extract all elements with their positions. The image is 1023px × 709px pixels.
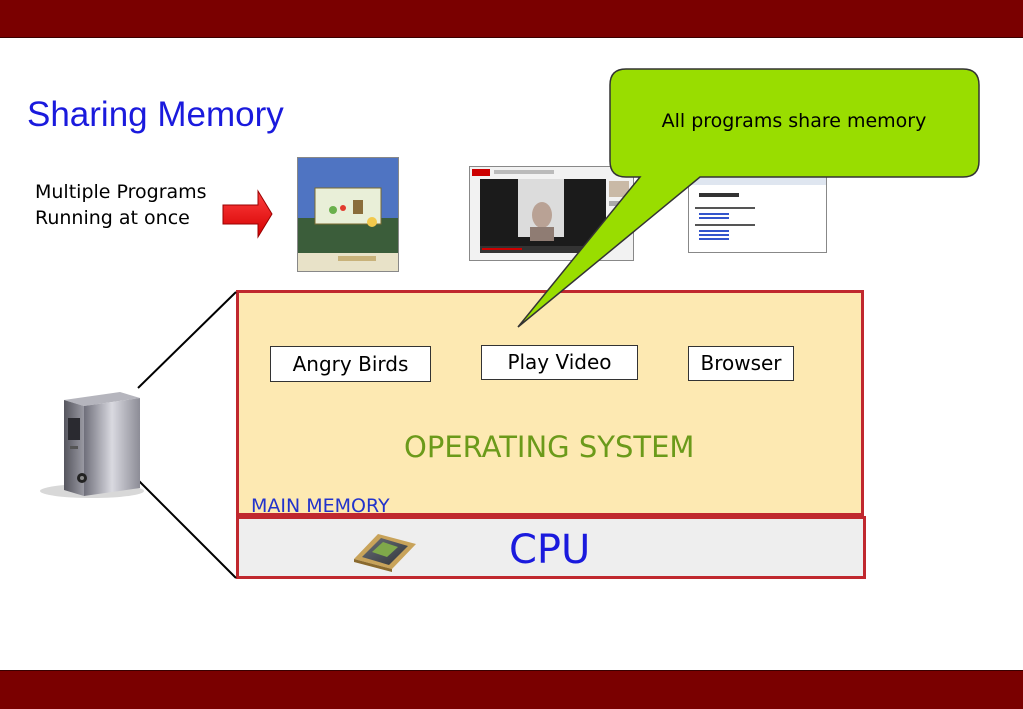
callout-text: All programs share memory [661,110,927,132]
intro-text: Multiple Programs Running at once [35,179,207,231]
top-banner [0,0,1023,38]
bottom-banner [0,670,1023,709]
computer-tower-icon [40,392,144,498]
operating-system-label: OPERATING SYSTEM [404,430,695,464]
program-angry-birds: Angry Birds [270,346,431,382]
angry-birds-screenshot [297,157,399,272]
connector-lines [137,291,237,579]
main-memory-label: MAIN MEMORY [251,495,390,517]
video-screenshot [469,166,634,261]
program-play-video: Play Video [481,345,638,380]
cpu-label: CPU [509,527,591,573]
program-browser: Browser [688,346,794,381]
callout-bubble [517,68,980,328]
intro-line-2: Running at once [35,207,190,229]
main-memory-box [236,290,864,516]
cpu-box [236,516,866,579]
page-title: Sharing Memory [27,95,284,134]
cpu-chip-icon [354,534,416,572]
intro-line-1: Multiple Programs [35,181,207,203]
